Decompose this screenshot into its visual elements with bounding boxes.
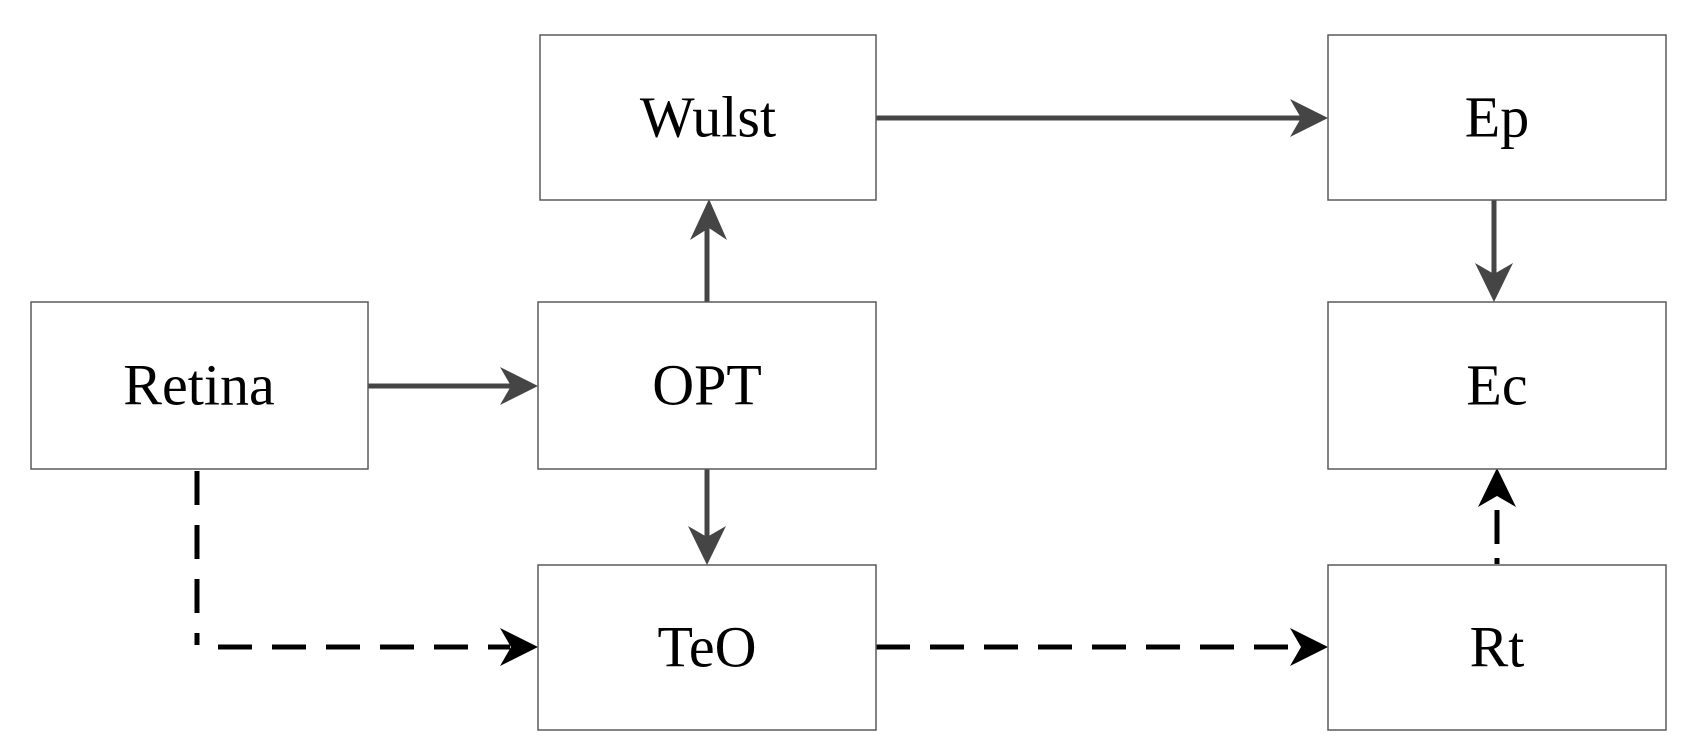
node-label-ec: Ec bbox=[1466, 353, 1527, 418]
edge-wulst-to-ep bbox=[875, 99, 1328, 137]
arrowhead-icon bbox=[500, 628, 538, 666]
arrowhead-icon bbox=[500, 367, 538, 405]
arrowhead-icon bbox=[688, 526, 726, 565]
node-rt: Rt bbox=[1327, 564, 1667, 731]
edge-opt-to-wulst bbox=[690, 199, 727, 302]
arrowhead-icon bbox=[1475, 263, 1513, 302]
edge-retina-to-opt bbox=[366, 367, 538, 405]
arrowhead-icon bbox=[1478, 468, 1516, 507]
node-label-retina: Retina bbox=[123, 353, 274, 418]
edge-rt-to-ec bbox=[1478, 468, 1516, 564]
node-label-wulst: Wulst bbox=[640, 85, 776, 150]
node-label-ep: Ep bbox=[1465, 85, 1529, 150]
edge-retina-to-teo bbox=[194, 471, 538, 666]
node-ep: Ep bbox=[1327, 34, 1667, 201]
node-ec: Ec bbox=[1327, 301, 1667, 470]
arrowhead-icon bbox=[1290, 99, 1328, 137]
node-retina: Retina bbox=[30, 301, 369, 470]
node-opt: OPT bbox=[537, 301, 877, 470]
node-label-teo: TeO bbox=[657, 615, 756, 680]
node-label-opt: OPT bbox=[652, 353, 762, 418]
edge-ep-to-ec bbox=[1475, 199, 1513, 302]
node-wulst: Wulst bbox=[539, 34, 877, 201]
arrowhead-icon bbox=[1290, 628, 1328, 666]
arrowhead-icon bbox=[690, 199, 727, 240]
node-label-rt: Rt bbox=[1470, 615, 1525, 680]
node-teo: TeO bbox=[537, 564, 877, 731]
edge-teo-to-rt bbox=[876, 628, 1328, 666]
edge-opt-to-teo bbox=[688, 467, 726, 565]
